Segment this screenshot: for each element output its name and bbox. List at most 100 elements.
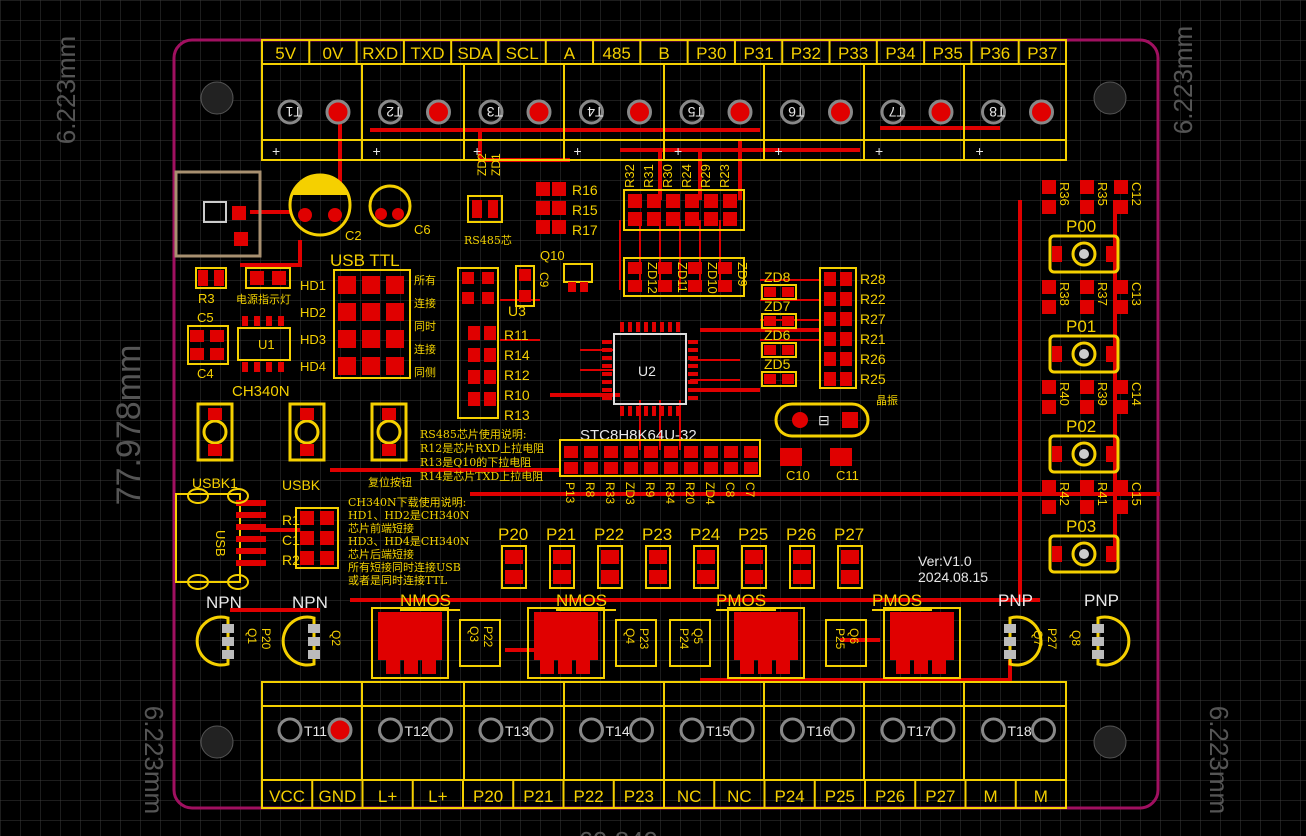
zener-label: ZD10 — [705, 262, 720, 294]
ch340-note-line: 所有短接同时连接USB — [348, 560, 461, 574]
top-terminal-label: P33 — [838, 44, 868, 63]
c4-label: C4 — [197, 366, 214, 381]
bottom-block-label: T17 — [907, 723, 931, 739]
r14-label: R14 — [504, 347, 530, 363]
bottom-dimension: 69.849mm — [579, 826, 702, 836]
bottom-terminal-label: P27 — [925, 787, 955, 806]
resistor-label: R31 — [641, 164, 656, 188]
r15-label: R15 — [572, 202, 598, 218]
bottom-terminal-label: P23 — [624, 787, 654, 806]
buttons: USBK1 USBK 复位按钮 — [192, 402, 412, 493]
q10-label: Q10 — [540, 248, 565, 263]
svg-text:+: + — [674, 143, 682, 159]
hd1-label: HD1 — [300, 278, 326, 293]
ch340-note-line: 芯片后端短接 — [348, 547, 414, 561]
hd-note: 同侧 — [414, 366, 436, 379]
resistor-label: R37 — [1095, 282, 1110, 306]
resistor-label: R41 — [1095, 482, 1110, 506]
top-block-label: T2 — [386, 104, 403, 120]
zener-label: ZD11 — [675, 262, 690, 293]
row-part-label: R8 — [583, 482, 597, 498]
zener-label: ZD8 — [764, 269, 791, 285]
power-led-label: 电源指示灯 — [236, 292, 291, 306]
top-terminal-label: P32 — [791, 44, 821, 63]
corner-dim-tr: 6.223mm — [1168, 26, 1198, 134]
led-label: P22 — [594, 525, 624, 544]
top-terminal-label: P30 — [696, 44, 726, 63]
led-label: P21 — [546, 525, 576, 544]
zener-label: ZD12 — [645, 262, 660, 294]
row-part-label: R34 — [663, 482, 677, 504]
r3-label: R3 — [198, 291, 215, 306]
bottom-terminal-label: M — [984, 787, 998, 806]
center-top-components: ZD2 ZD1 RS485芯 R16 R15 R17 Q10 C9 — [464, 153, 598, 307]
bottom-terminal-label: VCC — [269, 787, 305, 806]
zener-label: ZD5 — [764, 356, 791, 372]
r2-label: R2 — [282, 552, 300, 568]
bottom-block-label: T15 — [706, 723, 730, 739]
copper-traces — [230, 120, 1160, 682]
led-label: P20 — [498, 525, 528, 544]
svg-text:⊟: ⊟ — [818, 412, 830, 428]
top-terminal-label: TXD — [411, 44, 445, 63]
bottom-block-label: T13 — [505, 723, 529, 739]
c5-label: C5 — [197, 310, 214, 325]
row-part-label: ZD3 — [623, 482, 637, 505]
row-part-label: C8 — [723, 482, 737, 498]
ch340-notes: CH340N下载使用说明:HD1、HD2是CH340N芯片前端短接HD3、HD4… — [348, 495, 470, 587]
hd-note: 所有 — [414, 273, 436, 287]
ch340-note-line: CH340N下载使用说明: — [348, 495, 466, 509]
corner-dim-br: 6.223mm — [1204, 706, 1234, 814]
hd-note: 连接 — [414, 297, 436, 310]
hd2-label: HD2 — [300, 305, 326, 320]
resistor-label: R35 — [1095, 182, 1110, 206]
top-terminal-label: P37 — [1027, 44, 1057, 63]
ch340-label: CH340N — [232, 383, 290, 400]
bottom-terminal-label: L+ — [428, 787, 447, 806]
bottom-terminal-label: P22 — [574, 787, 604, 806]
rs485-note-line: RS485芯片使用说明: — [420, 427, 527, 441]
pmos2-label: PMOS — [872, 591, 922, 610]
hd4-label: HD4 — [300, 359, 326, 374]
q7-label: Q7 — [1031, 630, 1045, 646]
top-terminal-label: P36 — [980, 44, 1010, 63]
rs485-note-line: R12是芯片RXD上拉电阻 — [420, 441, 544, 455]
svg-text:+: + — [976, 143, 984, 159]
transistor-section: NPN NPN PNP PNP NMOS NMOS PMOS PMOS Q1 P… — [195, 591, 1131, 679]
q1-label: Q1 — [245, 628, 259, 644]
version-info: Ver:V1.0 2024.08.15 — [918, 553, 988, 585]
npn2-label: NPN — [292, 593, 328, 612]
u2-label: U2 — [638, 363, 656, 379]
usbk-label: USBK — [282, 477, 321, 493]
row-part-label: C7 — [743, 482, 757, 498]
resistor-label: R29 — [698, 164, 713, 188]
top-terminal-label: P34 — [885, 44, 915, 63]
hd-note: 连接 — [414, 343, 436, 356]
bottom-block-label: T11 — [304, 723, 327, 739]
top-terminal-label: 0V — [323, 44, 344, 63]
row-part-label: R20 — [683, 482, 697, 504]
power-led-section: R3 电源指示灯 — [195, 267, 291, 306]
r12-label: R12 — [504, 367, 530, 383]
resistor-label: R22 — [860, 291, 886, 307]
top-terminal-label: SCL — [506, 44, 539, 63]
u3-label: U3 — [508, 303, 526, 319]
reset-button-label: 复位按钮 — [368, 475, 412, 489]
resistor-label: R30 — [660, 164, 675, 188]
led-label: P27 — [834, 525, 864, 544]
rs485-notes: RS485芯片使用说明:R12是芯片RXD上拉电阻R13是Q10的下拉电阻R14… — [420, 427, 544, 483]
top-block-label: T3 — [486, 104, 503, 120]
c10-label: C10 — [786, 468, 810, 483]
resistor-label: R23 — [717, 164, 732, 188]
top-block-label: T6 — [788, 104, 805, 120]
r1-label: R1 — [282, 512, 300, 528]
r10-label: R10 — [504, 387, 530, 403]
resistor-label: R42 — [1057, 482, 1072, 506]
led-label: P24 — [690, 525, 720, 544]
zener-label: ZD9 — [735, 262, 750, 287]
top-block-label: T8 — [989, 104, 1006, 120]
